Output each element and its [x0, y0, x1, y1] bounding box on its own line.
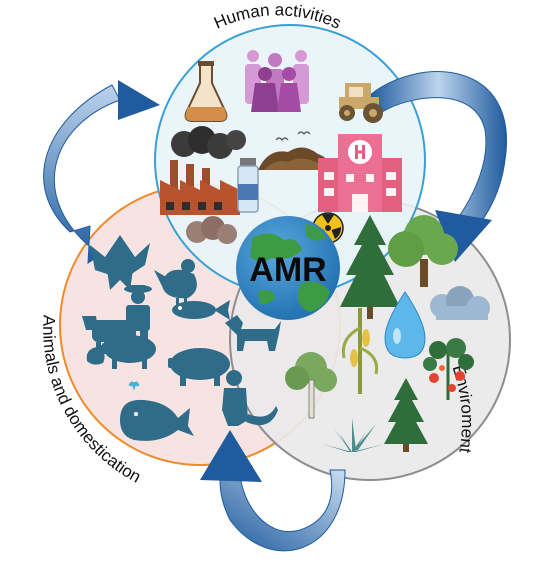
hospital-icon: [318, 134, 402, 212]
vaccine-vial-icon: [237, 158, 259, 213]
fish-icon: [172, 300, 230, 320]
tractor-icon: [339, 83, 383, 123]
pig-icon: [168, 348, 230, 386]
whale-icon: [120, 381, 194, 441]
monkey-icon: [222, 370, 278, 426]
pine-tree-icon: [340, 215, 400, 319]
amr-label: AMR: [249, 251, 326, 289]
corn-plant-icon: [341, 308, 379, 394]
earth-globe-icon: [236, 216, 340, 320]
smoke-cloud-icon: [171, 126, 246, 159]
cycle-arrow-icon: [43, 80, 160, 264]
cycle-arrow-icon: [369, 71, 507, 262]
oak-tree-icon: [388, 215, 458, 287]
smoke-cloud-icon: [186, 216, 237, 244]
rain-cloud-icon: [430, 286, 490, 320]
dog-icon: [225, 315, 281, 351]
water-drop-icon: [384, 291, 426, 359]
pine-tree-icon: [384, 378, 428, 452]
tomato-plant-icon: [423, 338, 474, 400]
lab-flask-icon: [184, 61, 228, 122]
chicken-icon: [154, 259, 197, 308]
agave-plant-icon: [322, 418, 384, 452]
birch-tree-icon: [285, 352, 337, 419]
waste-pile-icon: [258, 131, 332, 170]
factory-icon: [160, 160, 240, 215]
cycle-arrow-icon: [200, 430, 346, 552]
bat-icon: [90, 235, 150, 290]
people-group-icon: [245, 50, 309, 112]
pig-icon: [102, 335, 156, 369]
